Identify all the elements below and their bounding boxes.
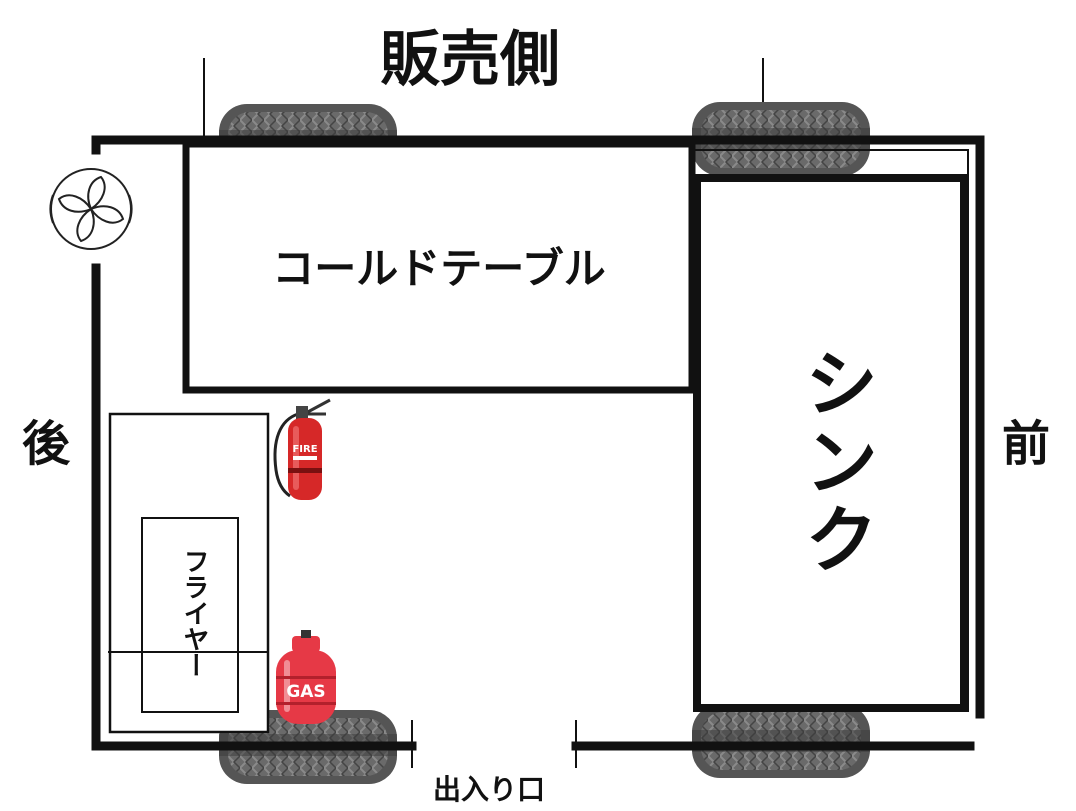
fryer-box [141,517,239,713]
gas-label: GAS [286,682,325,702]
fryer-area [108,412,270,734]
title-sales-side: 販売側 [380,25,560,95]
label-entrance: 出入り口 [433,773,546,806]
fire-label: FIRE [292,444,317,455]
sink-box [693,174,968,712]
fire-extinguisher-icon: FIRE [273,398,331,500]
label-sink: シンク [792,345,878,579]
label-fryer: フライヤー [179,548,209,678]
label-rear: 後 [22,416,71,472]
label-front: 前 [1002,416,1051,472]
exhaust-fan-icon [49,168,133,250]
label-cold-table: コールドテーブル [272,244,606,293]
cold-table-box [182,140,696,394]
gas-cylinder-icon: GAS [276,630,336,724]
tire-icon [692,704,870,778]
truck-walls [91,135,985,751]
